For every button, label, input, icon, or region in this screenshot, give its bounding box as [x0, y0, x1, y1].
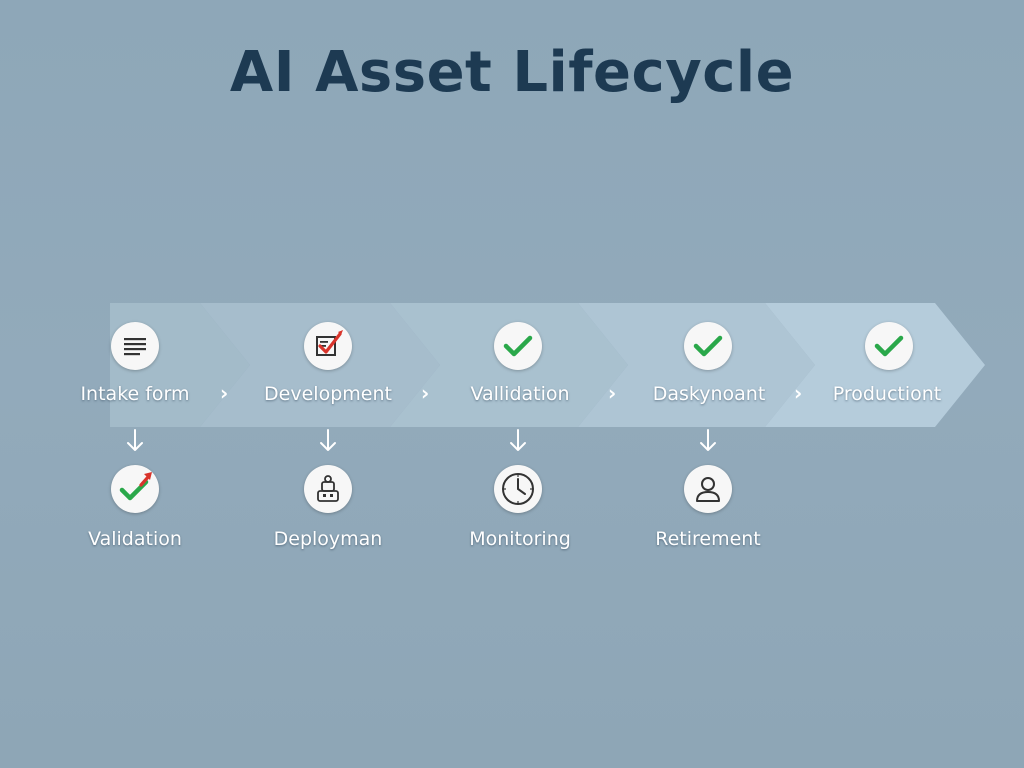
document-lines-icon	[111, 322, 159, 370]
chevron-right-icon: ›	[220, 381, 229, 405]
check-arrow-icon	[111, 465, 159, 513]
robot-icon	[304, 465, 352, 513]
stage-label-deployment-bottom: Deployman	[273, 528, 383, 550]
person-icon	[684, 465, 732, 513]
arrow-down-icon	[320, 429, 336, 451]
arrow-down-icon	[700, 429, 716, 451]
stage-label-deployment: Daskynoant	[652, 383, 766, 405]
chevron-right-icon: ›	[608, 381, 617, 405]
clock-icon	[494, 465, 542, 513]
checkbox-check-icon	[304, 322, 352, 370]
diagram-title: AI Asset Lifecycle	[229, 40, 795, 105]
stage-label-production: Productiont	[832, 383, 942, 405]
stage-label-validation-bottom: Validation	[88, 528, 182, 550]
chevron-right-icon: ›	[421, 381, 430, 405]
check-icon	[684, 322, 732, 370]
chevron-right-icon: ›	[794, 381, 803, 405]
arrow-down-icon	[127, 429, 143, 451]
stage-label-validation: Vallidation	[470, 383, 570, 405]
check-icon	[494, 322, 542, 370]
stage-label-retirement: Retirement	[655, 528, 761, 550]
check-icon	[865, 322, 913, 370]
stage-label-intake-form: Intake form	[80, 383, 190, 405]
stage-label-development: Development	[264, 383, 392, 405]
stage-label-monitoring: Monitoring	[469, 528, 571, 550]
arrow-down-icon	[510, 429, 526, 451]
